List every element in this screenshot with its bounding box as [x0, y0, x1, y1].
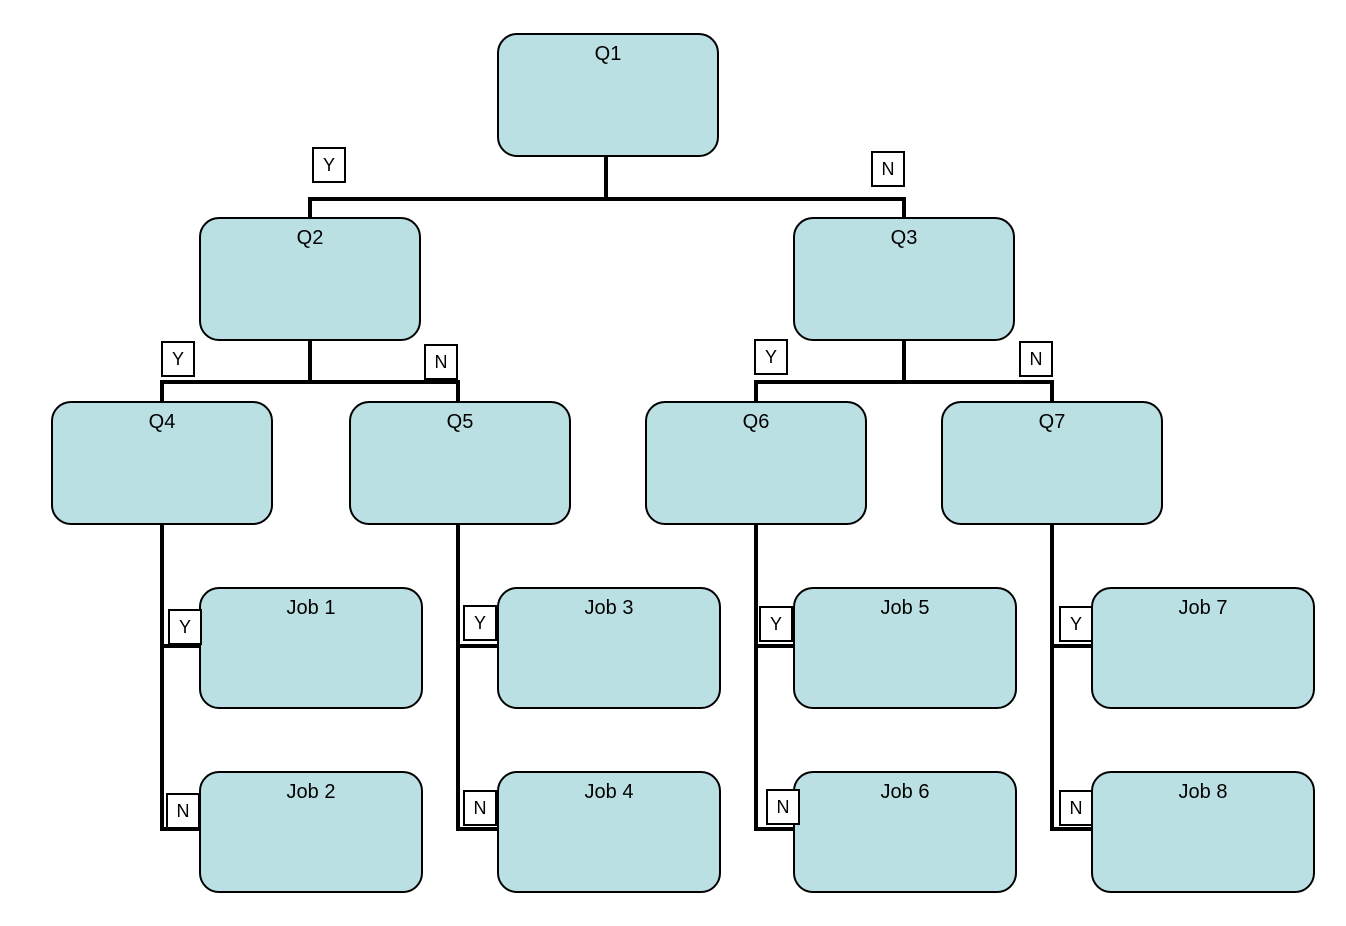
tag-q1-no: N	[871, 151, 905, 187]
node-job-4: Job 4	[497, 771, 721, 893]
node-q7: Q7	[941, 401, 1163, 525]
node-job-1: Job 1	[199, 587, 423, 709]
tag-q3-yes: Y	[754, 339, 788, 375]
node-job-5: Job 5	[793, 587, 1017, 709]
connector-q6-jobs	[754, 524, 796, 831]
node-q1: Q1	[497, 33, 719, 157]
tag-q7-no: N	[1059, 790, 1093, 826]
tag-q2-no: N	[424, 344, 458, 380]
tag-q2-yes: Y	[161, 341, 195, 377]
tag-q6-yes: Y	[759, 606, 793, 642]
node-job-2: Job 2	[199, 771, 423, 893]
node-job-6: Job 6	[793, 771, 1017, 893]
connector-q3-split	[754, 340, 1054, 403]
tag-q5-no: N	[463, 790, 497, 826]
connector-q4-jobs	[160, 524, 202, 831]
node-q3: Q3	[793, 217, 1015, 341]
connector-q1-split	[308, 156, 906, 219]
node-q2: Q2	[199, 217, 421, 341]
node-q6: Q6	[645, 401, 867, 525]
connector-q2-split	[160, 340, 460, 403]
node-q4: Q4	[51, 401, 273, 525]
connector-q7-jobs	[1050, 524, 1094, 831]
node-job-7: Job 7	[1091, 587, 1315, 709]
tag-q5-yes: Y	[463, 605, 497, 641]
node-job-8: Job 8	[1091, 771, 1315, 893]
node-job-3: Job 3	[497, 587, 721, 709]
tag-q3-no: N	[1019, 341, 1053, 377]
node-q5: Q5	[349, 401, 571, 525]
connector-q5-jobs	[456, 524, 500, 831]
tag-q4-yes: Y	[168, 609, 202, 645]
tag-q1-yes: Y	[312, 147, 346, 183]
tag-q7-yes: Y	[1059, 606, 1093, 642]
tag-q6-no: N	[766, 789, 800, 825]
tag-q4-no: N	[166, 793, 200, 829]
